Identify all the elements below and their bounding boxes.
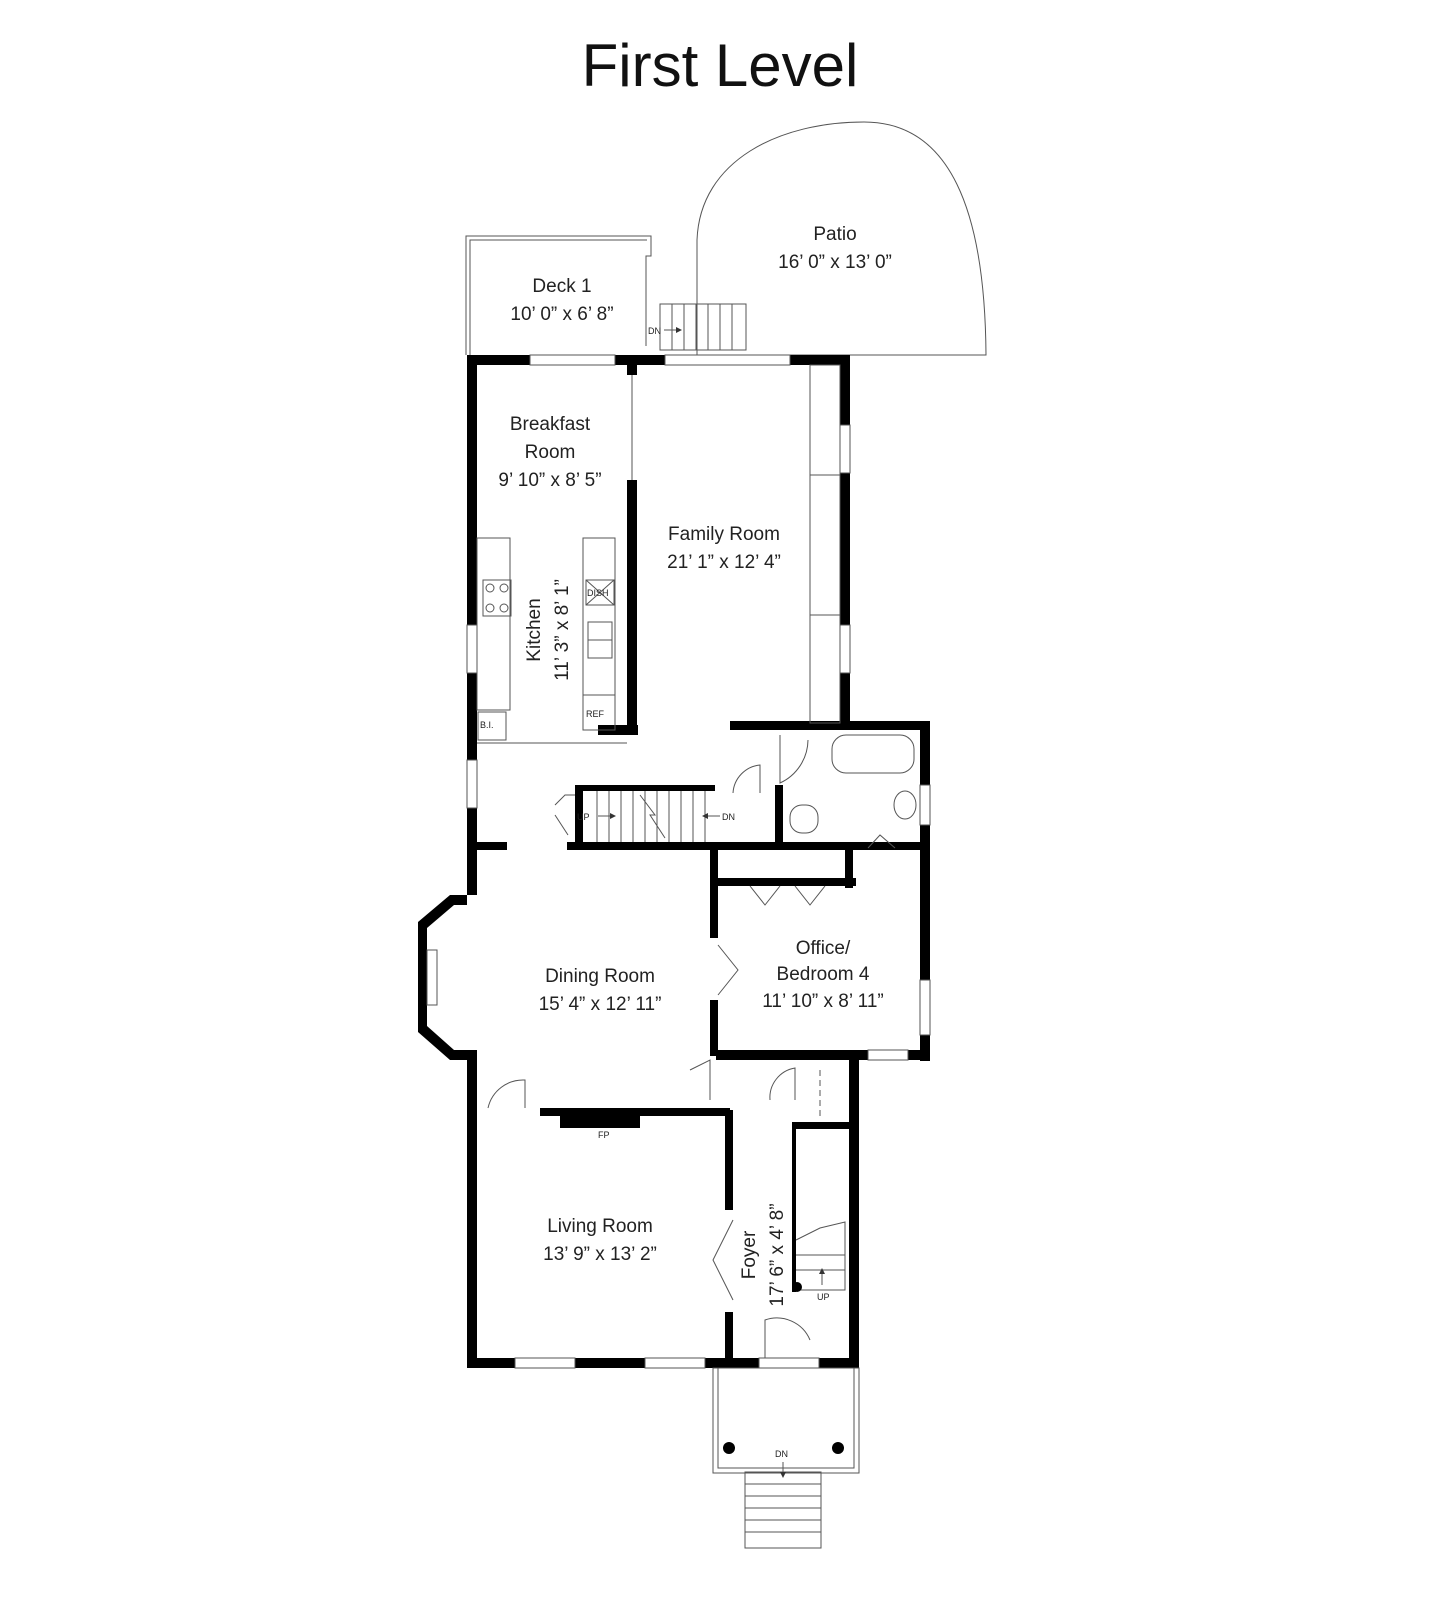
living-room-name: Living Room: [547, 1216, 653, 1237]
family-room-builtin: [631, 364, 841, 724]
office-name-line1: Office/: [796, 938, 851, 959]
foyer-stairs: [792, 1221, 846, 1292]
foyer-dims: 17’ 6” x 4’ 8”: [767, 1203, 788, 1306]
walls: [418, 355, 930, 1368]
patio-name: Patio: [813, 224, 856, 245]
fireplace-label: FP: [598, 1130, 610, 1140]
breakfast-room-dims: 9’ 10” x 8’ 5”: [498, 470, 601, 491]
kitchen-name: Kitchen: [524, 598, 545, 661]
refrigerator: [582, 694, 616, 731]
breakfast-room-name-line1: Breakfast: [510, 414, 591, 435]
living-room-dims: 13’ 9” x 13’ 2”: [543, 1244, 657, 1265]
front-porch: [712, 1367, 860, 1549]
dining-room-dims: 15’ 4” x 12’ 11”: [539, 994, 662, 1015]
plan-title: First Level: [582, 32, 859, 99]
porch-stairs-dn-label: DN: [775, 1449, 788, 1459]
deck-dims: 10’ 0” x 6’ 8”: [510, 304, 613, 325]
toilet: [789, 804, 819, 834]
stairs-dn-label: DN: [722, 812, 735, 822]
foyer-name: Foyer: [739, 1230, 760, 1279]
windows: [426, 354, 931, 1369]
foyer-stairs-up-label: UP: [817, 1292, 830, 1302]
deck-stairs: [659, 303, 747, 351]
refrigerator-label: REF: [586, 709, 605, 719]
office-name-line2: Bedroom 4: [777, 964, 870, 985]
patio-dims: 16’ 0” x 13’ 0”: [778, 252, 892, 273]
bathroom-sink: [893, 790, 917, 820]
doors: [487, 735, 896, 1358]
stairs-up-label: UP: [577, 812, 590, 822]
dishwasher-label: DISH: [587, 588, 609, 598]
built-in-label: B.I.: [480, 720, 494, 730]
kitchen-counters: [476, 537, 627, 744]
kitchen-dims: 11’ 3” x 8’ 1”: [552, 579, 573, 681]
patio-outline: [696, 121, 987, 356]
interior-stairs: [554, 791, 720, 842]
deck-outline: [465, 235, 652, 355]
family-room-dims: 21’ 1” x 12’ 4”: [667, 552, 781, 573]
family-room-name: Family Room: [668, 524, 780, 545]
dishwasher: [585, 579, 615, 606]
deck-name: Deck 1: [532, 276, 591, 297]
breakfast-room-name-line2: Room: [525, 442, 576, 463]
deck-stairs-dn-label: DN: [648, 326, 661, 336]
office-dims: 11’ 10” x 8’ 11”: [762, 991, 883, 1012]
dining-room-name: Dining Room: [545, 966, 655, 987]
bathroom-fixtures: [789, 734, 917, 834]
stove: [482, 579, 512, 617]
